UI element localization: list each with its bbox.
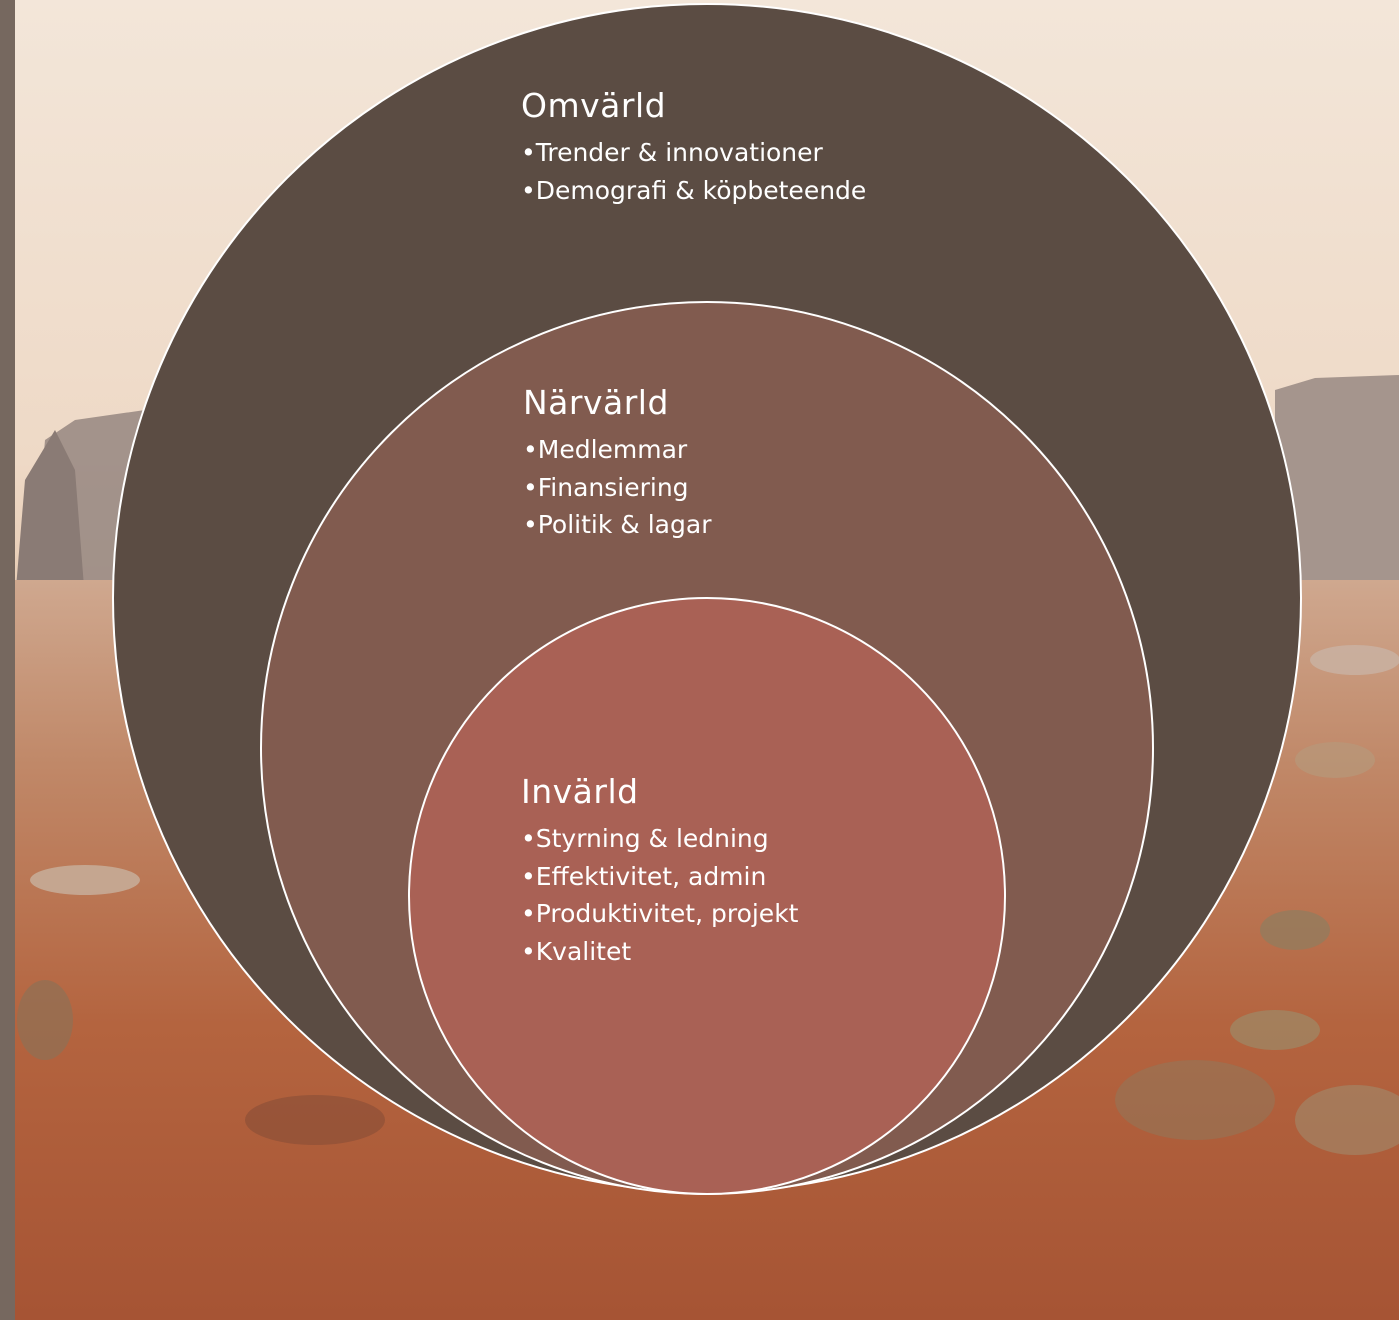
list-item: Kvalitet [521, 933, 798, 971]
outer-circle-text: Omvärld Trender & innovationer Demografi… [521, 86, 866, 209]
list-item: Styrning & ledning [521, 820, 798, 858]
middle-circle-list: Medlemmar Finansiering Politik & lagar [523, 431, 712, 544]
list-item: Produktivitet, projekt [521, 895, 799, 933]
inner-circle-text: Invärld Styrning & ledning Effektivitet,… [521, 772, 798, 970]
list-item: Effektivitet, admin [521, 858, 798, 896]
list-item: Politik & lagar [523, 506, 712, 544]
outer-circle-title: Omvärld [521, 86, 667, 125]
inner-circle-list: Styrning & ledning Effektivitet, admin P… [521, 820, 799, 971]
inner-circle-title: Invärld [521, 772, 639, 811]
left-sidebar-bar [0, 0, 15, 1320]
middle-circle-text: Närvärld Medlemmar Finansiering Politik … [523, 383, 711, 544]
list-item: Trender & innovationer [521, 134, 866, 172]
outer-circle-list: Trender & innovationer Demografi & köpbe… [521, 134, 867, 210]
list-item: Finansiering [523, 469, 711, 507]
list-item: Medlemmar [523, 431, 711, 469]
middle-circle-title: Närvärld [523, 383, 669, 422]
list-item: Demografi & köpbeteende [521, 172, 867, 210]
